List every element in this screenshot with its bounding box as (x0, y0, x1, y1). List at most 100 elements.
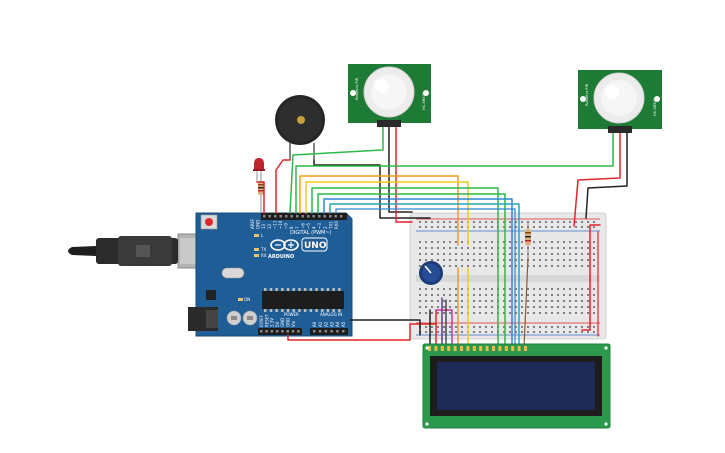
breadboard-hole (473, 331, 475, 333)
breadboard-hole (551, 221, 553, 223)
breadboard-hole (545, 226, 547, 228)
chip-pin (269, 288, 273, 291)
breadboard-hole (431, 221, 433, 223)
breadboard-hole (491, 326, 493, 328)
chip-pin (303, 309, 307, 312)
header-pin (281, 330, 284, 333)
breadboard-hole (461, 221, 463, 223)
breadboard-hole (593, 312, 595, 314)
breadboard-hole (419, 265, 421, 267)
chip-pin (338, 309, 341, 312)
lcd-pin (492, 346, 495, 351)
breadboard-hole (485, 312, 487, 314)
breadboard-hole (563, 226, 565, 228)
analog-pin-label: A4 (335, 321, 340, 327)
digital-pin-label: 4 (312, 226, 317, 229)
breadboard-hole (461, 226, 463, 228)
breadboard-hole (539, 259, 541, 261)
breadboard-hole (473, 288, 475, 290)
power-pin-label: IOREF (259, 314, 264, 327)
breadboard-hole (479, 326, 481, 328)
breadboard-hole (569, 294, 571, 296)
header-pin (334, 215, 337, 218)
power-pin-label: Vin (291, 320, 296, 327)
breadboard-hole (575, 241, 577, 243)
breadboard-hole (503, 331, 505, 333)
breadboard-hole (419, 221, 421, 223)
chip-pin (292, 288, 295, 291)
chip-pin (286, 288, 290, 291)
breadboard-hole (521, 288, 523, 290)
breadboard-hole (491, 331, 493, 333)
breadboard-hole (533, 241, 535, 243)
header-pin (312, 215, 315, 218)
breadboard-hole (485, 247, 487, 249)
breadboard-hole (593, 221, 595, 223)
power-pin-label: GND (286, 318, 291, 327)
breadboard-hole (473, 300, 475, 302)
breadboard-hole (509, 253, 511, 255)
breadboard-hole (443, 326, 445, 328)
breadboard-hole (551, 253, 553, 255)
breadboard-hole (533, 288, 535, 290)
breadboard-hole (575, 312, 577, 314)
chip-pin (332, 309, 335, 312)
breadboard-hole (491, 253, 493, 255)
breadboard-hole (461, 259, 463, 261)
header-pin (290, 215, 293, 218)
analog-label: ANALOG IN (320, 312, 342, 317)
breadboard-hole (437, 253, 439, 255)
breadboard-hole (581, 221, 583, 223)
atmega-chip (262, 291, 344, 309)
breadboard-hole (431, 312, 433, 314)
breadboard-hole (473, 312, 475, 314)
breadboard-hole (551, 265, 553, 267)
breadboard-hole (485, 259, 487, 261)
breadboard-hole (443, 259, 445, 261)
breadboard-hole (575, 247, 577, 249)
breadboard-hole (521, 300, 523, 302)
breadboard-hole (479, 253, 481, 255)
breadboard-hole (467, 247, 469, 249)
breadboard-hole (437, 306, 439, 308)
chip-pins (264, 288, 341, 312)
breadboard-hole (515, 253, 517, 255)
breadboard-hole (539, 294, 541, 296)
piezo-buzzer (275, 95, 325, 160)
breadboard-hole (449, 226, 451, 228)
pir2-side-left: Robotics PIR (585, 83, 589, 106)
digital-pin-label: ~9 (284, 223, 289, 229)
breadboard-hole (545, 247, 547, 249)
breadboard-hole (503, 265, 505, 267)
header-pin (330, 330, 333, 333)
breadboard-hole (509, 312, 511, 314)
breadboard-hole (443, 226, 445, 228)
breadboard-hole (485, 288, 487, 290)
chip-pin (264, 309, 267, 312)
breadboard-hole (473, 259, 475, 261)
breadboard-hole (437, 221, 439, 223)
breadboard-hole (503, 288, 505, 290)
breadboard-hole (521, 221, 523, 223)
breadboard-hole (431, 247, 433, 249)
breadboard-hole (581, 241, 583, 243)
header-pin (318, 215, 321, 218)
digital-pin-label: ~3 (317, 223, 322, 229)
breadboard-hole (449, 300, 451, 302)
breadboard-hole (455, 259, 457, 261)
breadboard-hole (509, 226, 511, 228)
breadboard-hole (587, 312, 589, 314)
breadboard-hole (461, 326, 463, 328)
header-pin (324, 330, 328, 333)
potentiometer[interactable] (419, 261, 443, 285)
breadboard-hole (545, 306, 547, 308)
breadboard-hole (551, 312, 553, 314)
header-pin (329, 215, 332, 218)
breadboard-hole (419, 312, 421, 314)
lcd-pin (517, 346, 521, 351)
breadboard-hole (431, 326, 433, 328)
chip-pin (298, 288, 301, 291)
breadboard-hole (509, 241, 511, 243)
breadboard-hole (425, 253, 427, 255)
breadboard-hole (527, 300, 529, 302)
